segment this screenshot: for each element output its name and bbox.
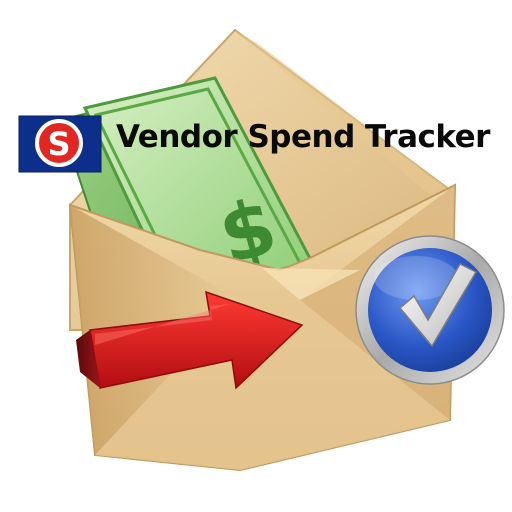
app-title: Vendor Spend Tracker bbox=[116, 119, 490, 155]
s-flag-logo-icon: S bbox=[18, 115, 102, 173]
blue-checkmark-badge-icon bbox=[355, 235, 505, 385]
red-arrow-right-icon bbox=[76, 290, 304, 390]
logo-letter: S bbox=[47, 125, 70, 163]
